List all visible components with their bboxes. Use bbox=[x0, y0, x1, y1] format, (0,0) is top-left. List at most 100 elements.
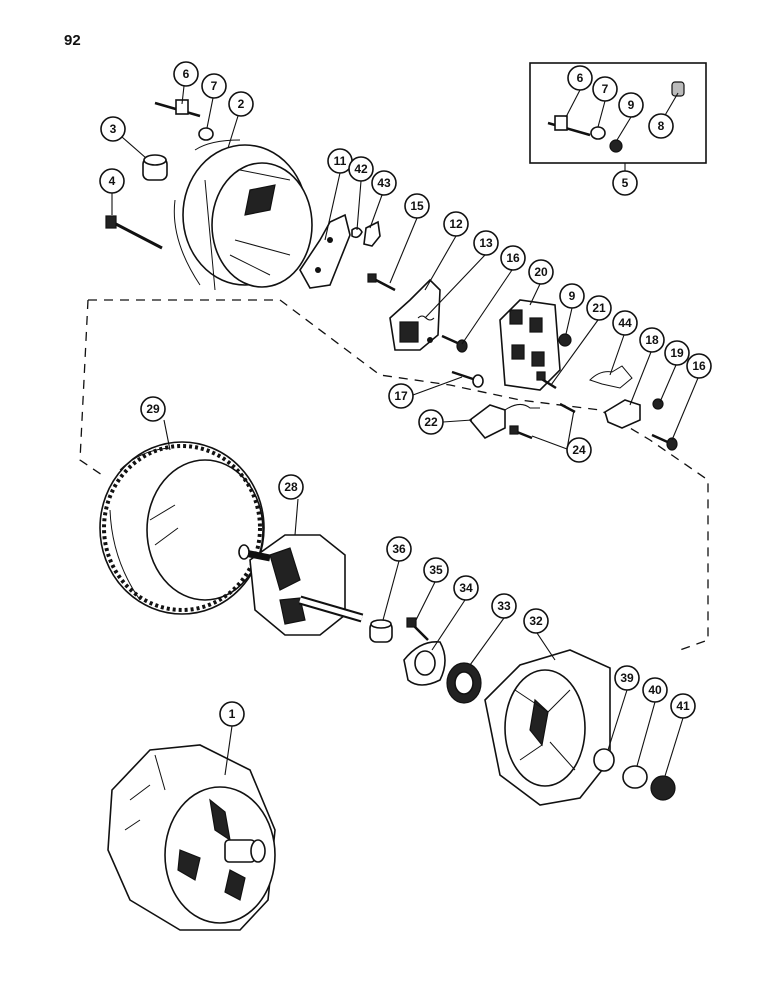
spacer-washer-part bbox=[593, 748, 615, 772]
svg-text:19: 19 bbox=[670, 346, 684, 360]
slip-ring-end-frame-part bbox=[484, 649, 611, 806]
callout-33: 33 bbox=[491, 593, 517, 619]
svg-text:18: 18 bbox=[645, 333, 659, 347]
svg-text:4: 4 bbox=[109, 174, 116, 188]
svg-text:22: 22 bbox=[424, 415, 438, 429]
svg-text:11: 11 bbox=[334, 154, 347, 168]
svg-text:6: 6 bbox=[183, 67, 190, 81]
svg-text:29: 29 bbox=[146, 402, 160, 416]
svg-text:16: 16 bbox=[692, 359, 706, 373]
callout-15: 15 bbox=[404, 193, 430, 219]
svg-text:9: 9 bbox=[569, 289, 576, 303]
svg-text:33: 33 bbox=[497, 599, 511, 613]
clip-part bbox=[363, 220, 381, 247]
svg-text:34: 34 bbox=[459, 581, 473, 595]
svg-text:17: 17 bbox=[394, 389, 408, 403]
callout-44: 44 bbox=[612, 310, 638, 336]
callout-13: 13 bbox=[473, 230, 499, 256]
callout-43: 43 bbox=[371, 170, 397, 196]
svg-text:21: 21 bbox=[592, 301, 606, 315]
svg-text:12: 12 bbox=[449, 217, 463, 231]
nut-part bbox=[351, 227, 363, 239]
svg-text:35: 35 bbox=[429, 563, 443, 577]
drive-end-housing-part bbox=[173, 139, 313, 291]
callout-21: 21 bbox=[586, 295, 612, 321]
kit-inset-box bbox=[529, 62, 707, 164]
brush-spring-part bbox=[417, 315, 435, 321]
rectifier-bridge-part bbox=[499, 299, 561, 391]
callout-8-inset: 8 bbox=[648, 113, 674, 139]
nut-part-rectifier bbox=[558, 333, 572, 347]
svg-text:8: 8 bbox=[658, 119, 665, 133]
callout-20: 20 bbox=[528, 259, 554, 285]
callout-17: 17 bbox=[388, 383, 414, 409]
callout-16-lower: 16 bbox=[686, 353, 712, 379]
terminal-part bbox=[604, 399, 641, 429]
inset-nut-part bbox=[609, 139, 623, 153]
rotor-part bbox=[238, 534, 364, 636]
inset-screw-part bbox=[547, 115, 591, 137]
callout-40: 40 bbox=[642, 677, 668, 703]
diode-trio-screw-part bbox=[536, 371, 557, 390]
regulator-screw-part bbox=[509, 402, 576, 440]
svg-text:24: 24 bbox=[572, 443, 586, 457]
nut-part-terminal bbox=[652, 398, 664, 410]
svg-text:42: 42 bbox=[354, 162, 368, 176]
svg-text:16: 16 bbox=[506, 251, 520, 265]
callout-7-top: 7 bbox=[201, 73, 227, 99]
svg-text:7: 7 bbox=[211, 79, 218, 93]
svg-text:13: 13 bbox=[479, 236, 493, 250]
svg-text:15: 15 bbox=[410, 199, 424, 213]
brush-holder-part bbox=[389, 278, 441, 351]
capacitor-part bbox=[468, 404, 540, 439]
inset-washer-part bbox=[590, 126, 606, 140]
svg-text:43: 43 bbox=[377, 176, 391, 190]
svg-text:3: 3 bbox=[110, 122, 117, 136]
callout-32: 32 bbox=[523, 608, 549, 634]
callout-12: 12 bbox=[443, 211, 469, 237]
callout-9-inset: 9 bbox=[618, 92, 644, 118]
capacitor-screw-part bbox=[451, 370, 484, 388]
callout-19: 19 bbox=[664, 340, 690, 366]
page-number: 92 bbox=[64, 32, 81, 49]
inset-insulator-part bbox=[671, 81, 685, 97]
svg-text:6: 6 bbox=[577, 71, 584, 85]
callout-9-main: 9 bbox=[559, 283, 585, 309]
bearing-part bbox=[369, 619, 393, 643]
callout-1: 1 bbox=[219, 701, 245, 727]
callout-29: 29 bbox=[140, 396, 166, 422]
retainer-screw-part bbox=[406, 617, 429, 641]
svg-text:2: 2 bbox=[238, 97, 245, 111]
lock-washer-part bbox=[622, 765, 648, 789]
svg-text:5: 5 bbox=[622, 176, 629, 190]
svg-text:40: 40 bbox=[648, 683, 662, 697]
terminal-screw-part-b bbox=[651, 433, 678, 451]
stator-part bbox=[99, 441, 265, 615]
brush-holder-screw-part bbox=[367, 273, 396, 292]
svg-text:1: 1 bbox=[229, 707, 236, 721]
callout-16-upper: 16 bbox=[500, 245, 526, 271]
callout-6-inset: 6 bbox=[567, 65, 593, 91]
alternator-assembly-part bbox=[107, 744, 276, 931]
svg-text:20: 20 bbox=[534, 265, 548, 279]
svg-text:7: 7 bbox=[602, 82, 609, 96]
callout-42: 42 bbox=[348, 156, 374, 182]
callout-22: 22 bbox=[418, 409, 444, 435]
svg-text:44: 44 bbox=[618, 316, 632, 330]
through-bolt-part bbox=[105, 215, 163, 250]
callout-24: 24 bbox=[566, 437, 592, 463]
callout-4: 4 bbox=[99, 168, 125, 194]
bracket-part bbox=[299, 213, 351, 289]
callout-41: 41 bbox=[670, 693, 696, 719]
callout-39: 39 bbox=[614, 665, 640, 691]
slip-ring-bearing-part bbox=[446, 662, 482, 704]
callout-6-top: 6 bbox=[173, 61, 199, 87]
spacer-part bbox=[142, 154, 168, 181]
callout-18: 18 bbox=[639, 327, 665, 353]
terminal-screw-part bbox=[154, 99, 201, 118]
callout-34: 34 bbox=[453, 575, 479, 601]
callout-35: 35 bbox=[423, 557, 449, 583]
svg-text:9: 9 bbox=[628, 98, 635, 112]
lead-wire-part bbox=[589, 365, 633, 389]
